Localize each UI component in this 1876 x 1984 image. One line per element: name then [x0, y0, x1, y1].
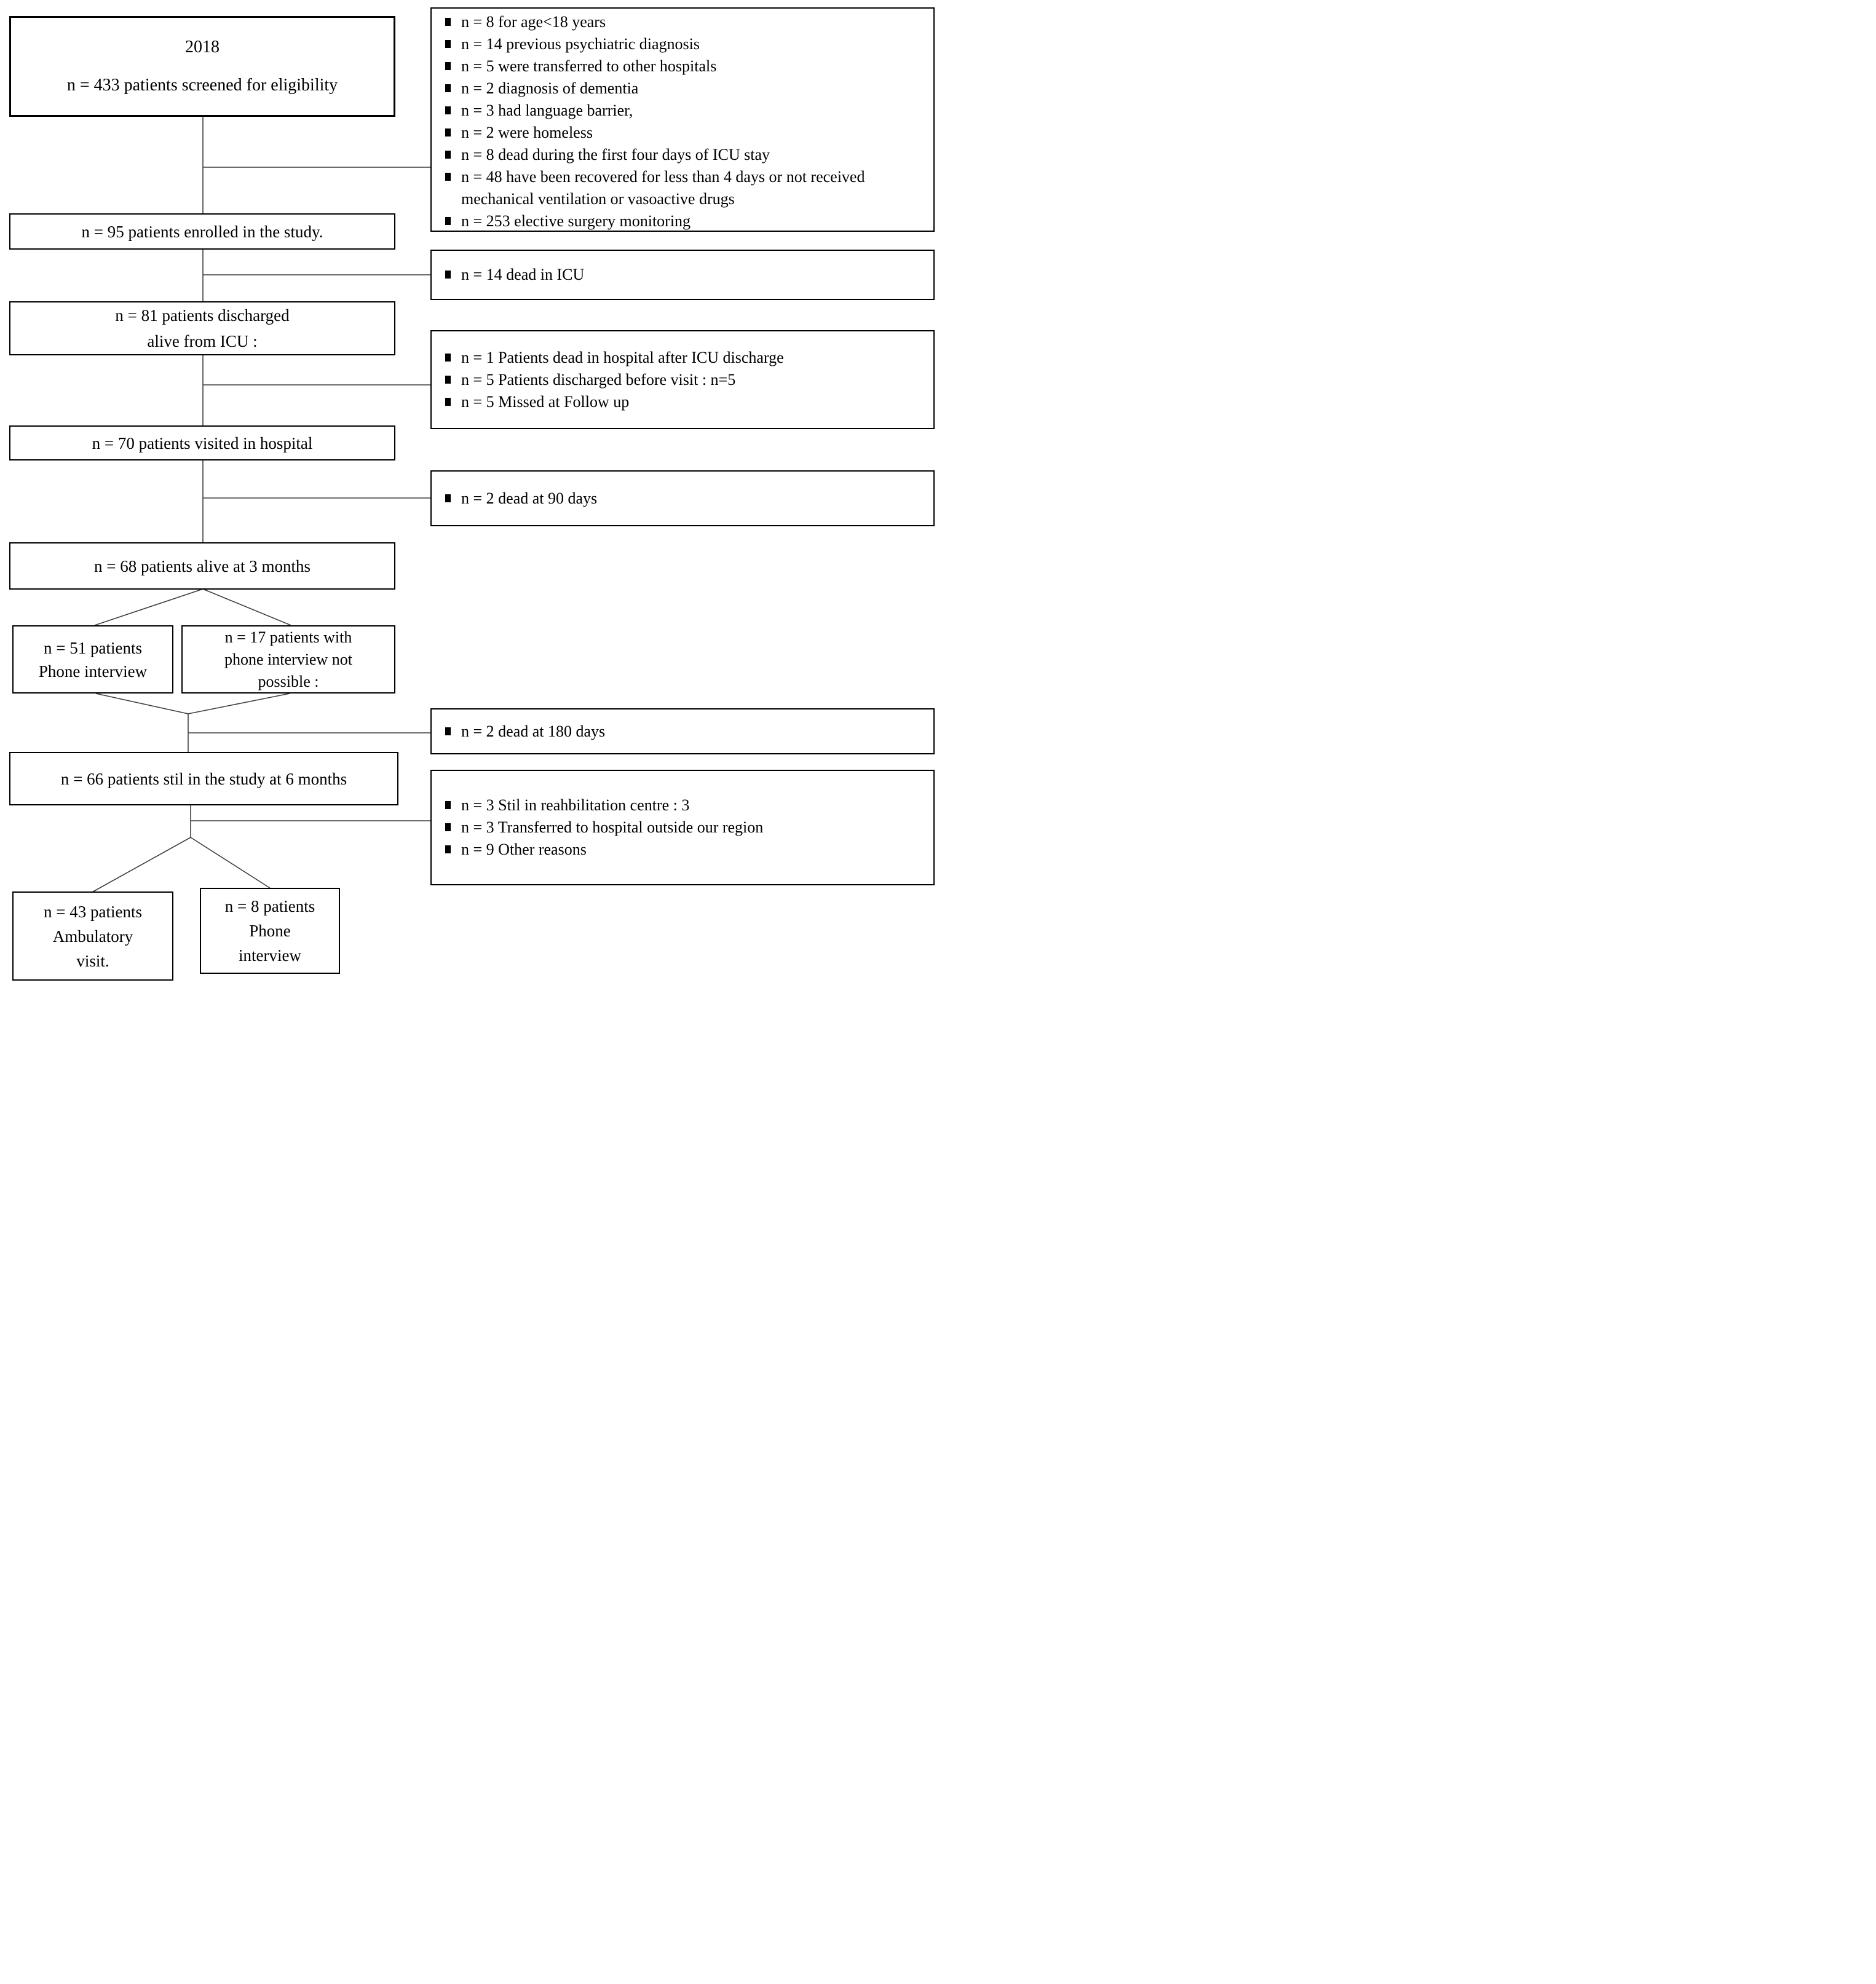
patient-flow-diagram: 2018 n = 433 patients screened for eligi…	[0, 0, 938, 992]
bullet-icon	[445, 62, 451, 70]
discharged-line2: alive from ICU :	[147, 332, 258, 350]
bullet-icon	[445, 494, 451, 502]
list-item: n = 5 were transferred to other hospital…	[445, 55, 926, 77]
edge-split-to-phone8	[190, 837, 271, 889]
edge-alive3m-to-phone51	[94, 588, 204, 626]
list-item: n = 14 previous psychiatric diagnosis	[445, 33, 926, 55]
list-item: n = 14 dead in ICU	[445, 264, 926, 286]
phone-8-line2: Phone	[249, 922, 291, 940]
list-item: n = 3 Stil in reahbilitation centre : 3	[445, 794, 926, 816]
six-month-reasons-list: n = 3 Stil in reahbilitation centre : 3 …	[432, 794, 933, 861]
still-6m-label: n = 66 patients stil in the study at 6 m…	[60, 769, 347, 788]
node-dead-180-days: n = 2 dead at 180 days	[430, 708, 935, 754]
phone-51-line1: n = 51 patients	[44, 638, 142, 657]
node-ambulatory-visit-43: n = 43 patients Ambulatory visit.	[12, 891, 173, 981]
bullet-icon	[445, 727, 451, 735]
exclusion-list: n = 8 for age<18 years n = 14 previous p…	[432, 11, 933, 232]
phone-17-line1: n = 17 patients with	[224, 628, 352, 646]
node-six-month-reasons: n = 3 Stil in reahbilitation centre : 3 …	[430, 770, 935, 885]
node-phone-interview-8: n = 8 patients Phone interview	[200, 888, 340, 974]
list-item: n = 5 Missed at Follow up	[445, 391, 926, 413]
amb-43-line2: Ambulatory	[52, 927, 133, 946]
list-item: n = 8 for age<18 years	[445, 11, 926, 33]
list-item: n = 8 dead during the first four days of…	[445, 144, 926, 166]
dead-icu-list: n = 14 dead in ICU	[432, 264, 933, 286]
node-discharged-alive: n = 81 patients discharged alive from IC…	[9, 301, 395, 355]
screened-label: n = 433 patients screened for eligibilit…	[66, 76, 338, 95]
bullet-icon	[445, 271, 451, 279]
edge-alive3m-to-phone17	[202, 588, 291, 626]
bullet-icon	[445, 18, 451, 26]
bullet-icon	[445, 375, 451, 384]
list-item: n = 3 Transferred to hospital outside ou…	[445, 816, 926, 839]
bullet-icon	[445, 217, 451, 225]
screened-year: 2018	[185, 38, 220, 57]
bullet-icon	[445, 128, 451, 136]
visited-label: n = 70 patients visited in hospital	[92, 433, 313, 453]
bullet-icon	[445, 106, 451, 114]
node-phone-not-possible-17: n = 17 patients with phone interview not…	[181, 625, 395, 694]
discharged-line1: n = 81 patients discharged	[115, 306, 290, 325]
edge-phone17-merge	[188, 693, 290, 714]
edge-phone51-merge	[95, 693, 189, 714]
bullet-icon	[445, 397, 451, 406]
dead-90-list: n = 2 dead at 90 days	[432, 488, 933, 510]
list-item: n = 3 had language barrier,	[445, 100, 926, 122]
list-item: n = 253 elective surgery monitoring	[445, 210, 926, 232]
after-discharge-list: n = 1 Patients dead in hospital after IC…	[432, 347, 933, 413]
node-visited-in-hospital: n = 70 patients visited in hospital	[9, 425, 395, 460]
edge-split-to-ambulatory	[92, 837, 191, 893]
phone-8-line3: interview	[239, 946, 301, 965]
bullet-icon	[445, 823, 451, 831]
list-item: n = 2 were homeless	[445, 122, 926, 144]
list-item: n = 1 Patients dead in hospital after IC…	[445, 347, 926, 369]
list-item: n = 2 diagnosis of dementia	[445, 77, 926, 100]
node-phone-interview-51: n = 51 patients Phone interview	[12, 625, 173, 694]
flow-connectors	[92, 117, 430, 893]
node-screened-2018: 2018 n = 433 patients screened for eligi…	[9, 16, 395, 117]
amb-43-line1: n = 43 patients	[44, 902, 142, 921]
alive-3m-label: n = 68 patients alive at 3 months	[94, 556, 311, 575]
list-item: n = 2 dead at 180 days	[445, 721, 926, 743]
enrolled-label: n = 95 patients enrolled in the study.	[81, 222, 323, 241]
node-dead-90-days: n = 2 dead at 90 days	[430, 470, 935, 526]
list-item: n = 5 Patients discharged before visit :…	[445, 369, 926, 391]
phone-8-line1: n = 8 patients	[224, 897, 315, 915]
amb-43-line3: visit.	[76, 951, 109, 970]
bullet-icon	[445, 173, 451, 181]
bullet-icon	[445, 151, 451, 159]
list-item: n = 48 have been recovered for less than…	[445, 166, 926, 210]
bullet-icon	[445, 845, 451, 853]
list-item: n = 2 dead at 90 days	[445, 488, 926, 510]
node-dead-in-icu: n = 14 dead in ICU	[430, 250, 935, 300]
node-after-discharge-losses: n = 1 Patients dead in hospital after IC…	[430, 330, 935, 429]
dead-180-list: n = 2 dead at 180 days	[432, 721, 933, 743]
node-still-in-study-6-months: n = 66 patients stil in the study at 6 m…	[9, 752, 398, 805]
bullet-icon	[445, 84, 451, 92]
phone-17-line2: phone interview not	[224, 650, 352, 668]
node-exclusion-reasons: n = 8 for age<18 years n = 14 previous p…	[430, 7, 935, 232]
phone-51-line2: Phone interview	[38, 662, 148, 681]
bullet-icon	[445, 801, 451, 809]
bullet-icon	[445, 40, 451, 48]
node-alive-3-months: n = 68 patients alive at 3 months	[9, 542, 395, 590]
bullet-icon	[445, 353, 451, 362]
list-item: n = 9 Other reasons	[445, 839, 926, 861]
node-enrolled: n = 95 patients enrolled in the study.	[9, 213, 395, 250]
phone-17-line3: possible :	[258, 672, 319, 690]
